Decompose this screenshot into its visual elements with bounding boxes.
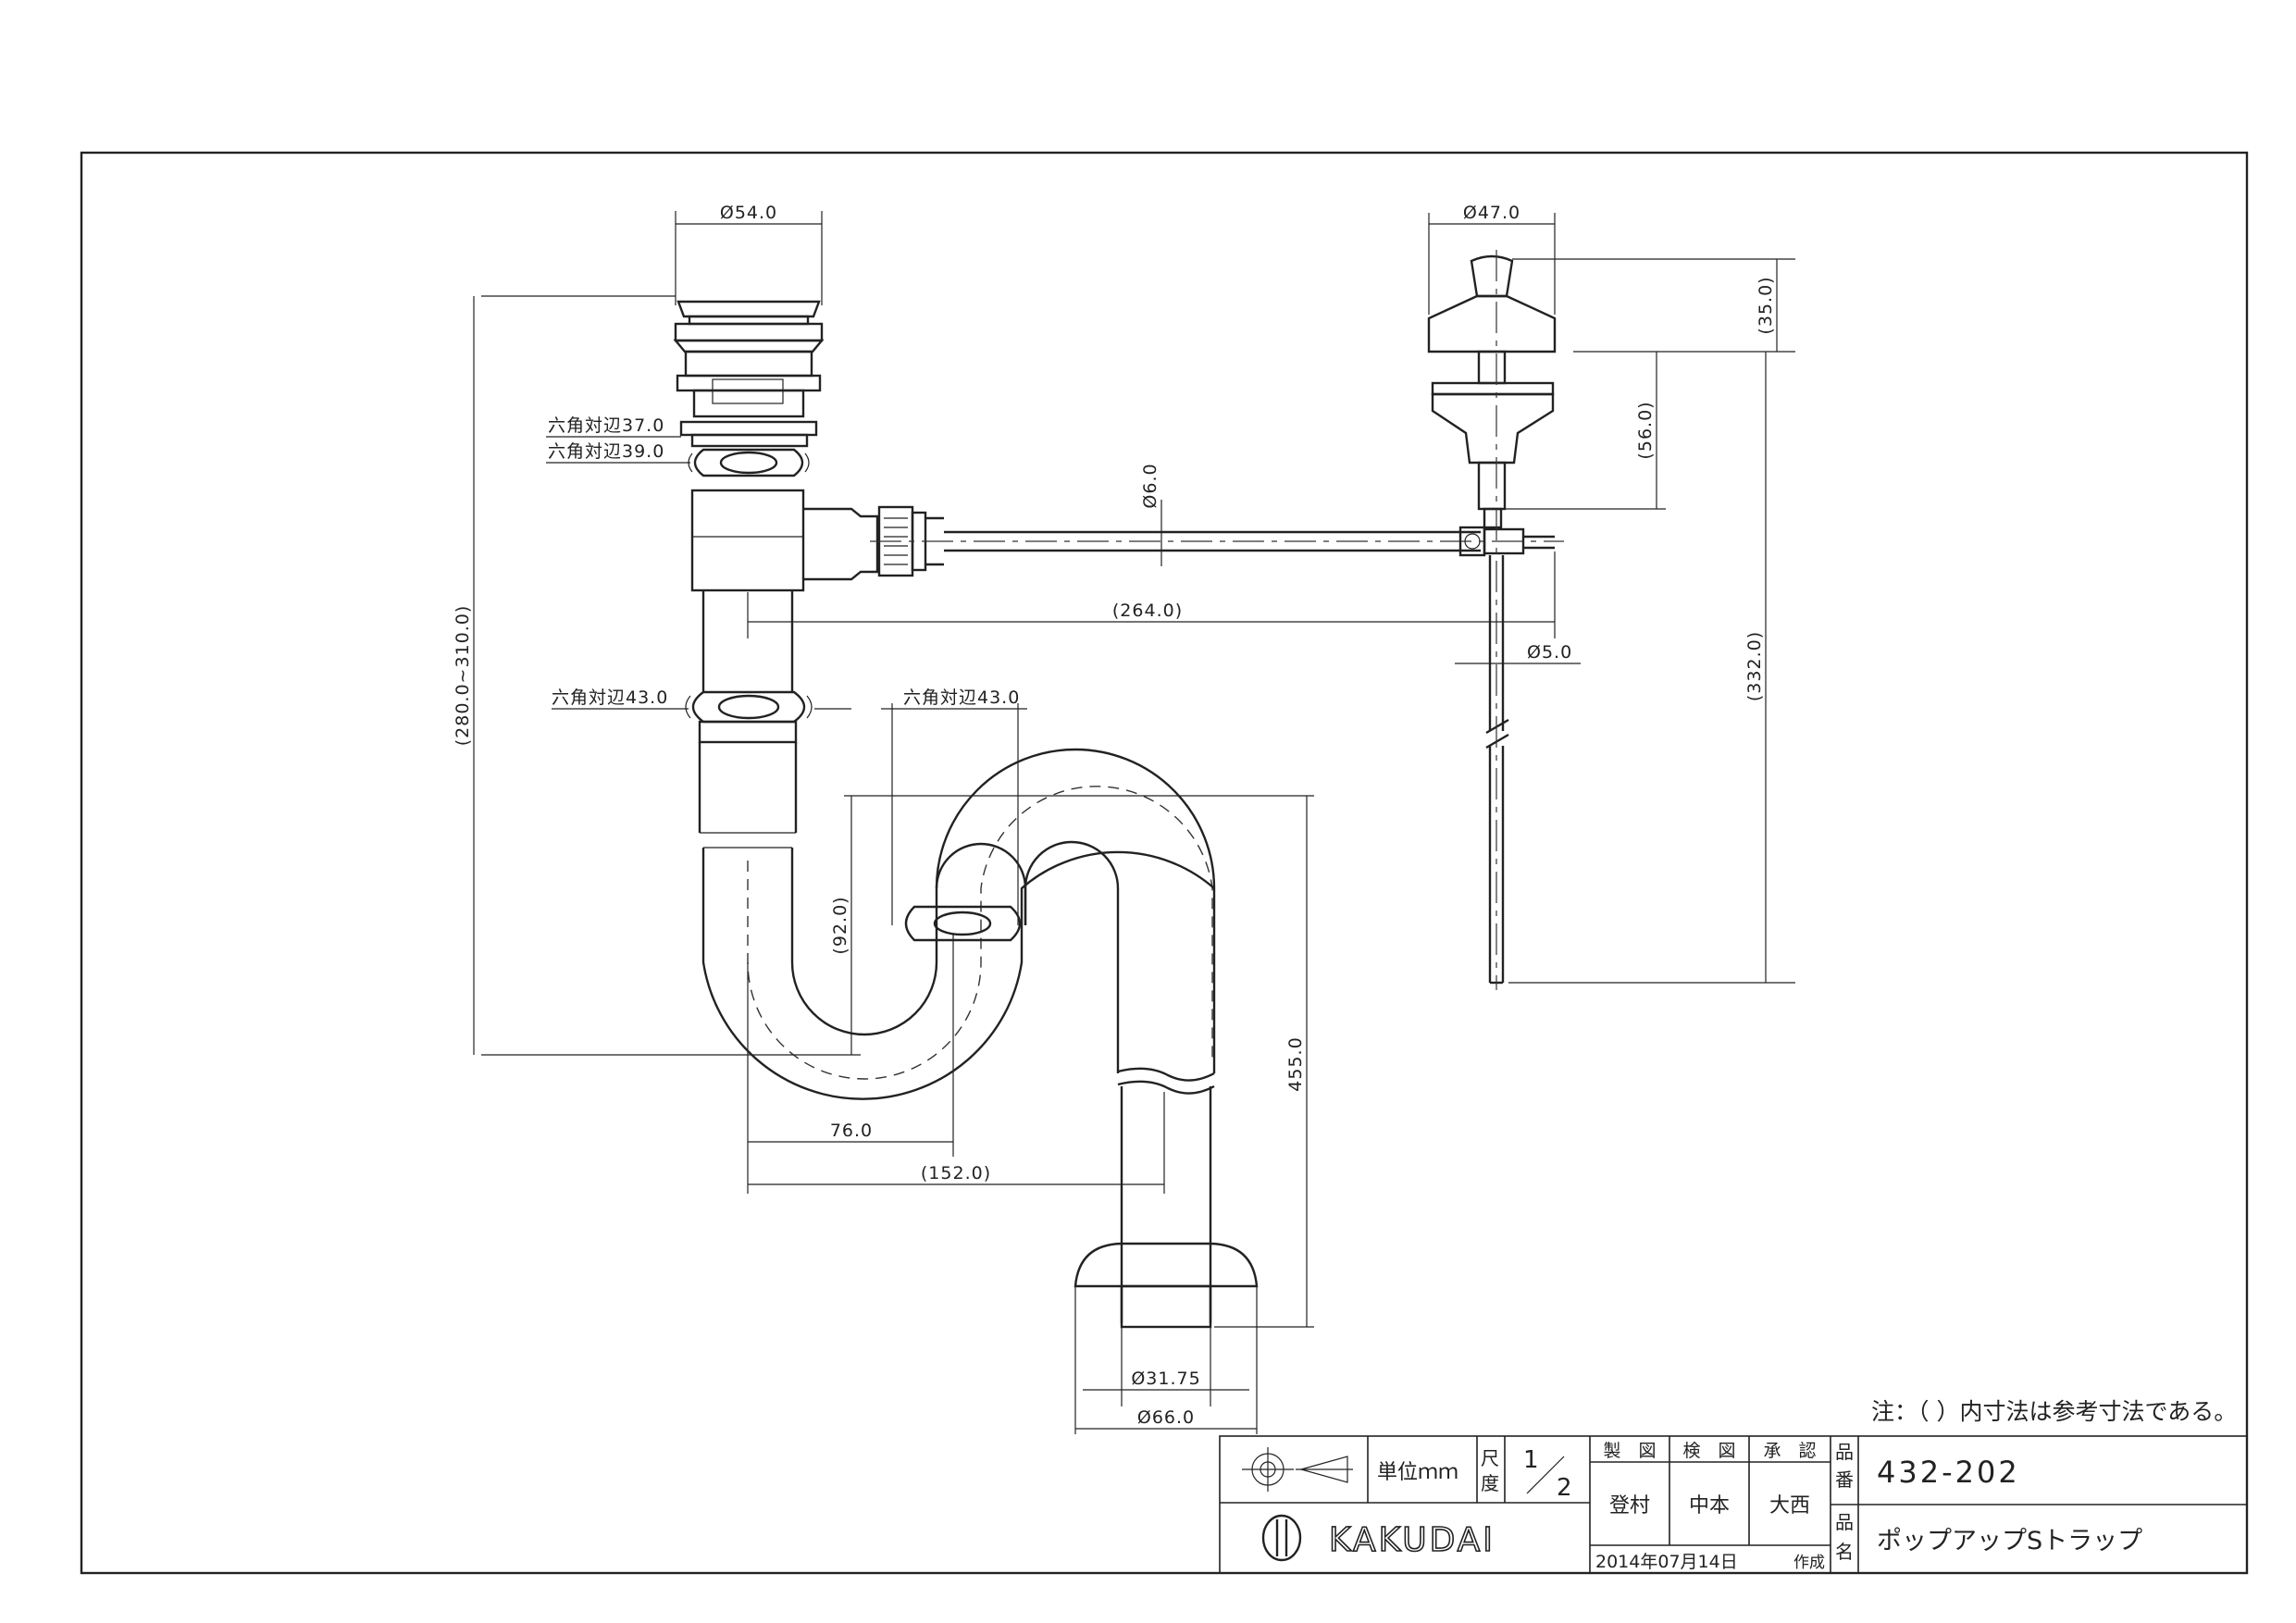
dim-hex39: 六角対辺39.0 [548,441,664,462]
sheet-border [80,151,2249,1575]
dim-hex43-right: 六角対辺43.0 [903,688,1020,708]
drawn-label: 製 図 [1603,1441,1656,1461]
reference-note: 注：（ ）内寸法は参考寸法である。 [1871,1398,2237,1425]
dim-rod-total: (332.0) [1744,631,1765,701]
dim-knob-height: (35.0) [1756,276,1776,334]
unit-label: 単位ｍｍ [1377,1461,1458,1484]
checked-label: 検 図 [1682,1441,1735,1461]
approved-label: 承 認 [1763,1441,1816,1461]
scale-label-bottom: 度 [1481,1472,1499,1494]
dim-hex43-left: 六角対辺43.0 [552,688,668,708]
drawn-by: 登村 [1609,1494,1650,1518]
dim-overall-height: (280.0~310.0) [453,605,473,747]
dim-pipe-dia: Ø31.75 [1131,1369,1200,1389]
approved-by: 大西 [1769,1494,1810,1518]
dim-offset-76: 76.0 [830,1121,873,1141]
brand-name: KAKUDAI [1329,1521,1496,1559]
scale-denominator: 2 [1557,1474,1572,1502]
dim-trap-drop: 455.0 [1285,1036,1306,1091]
checked-by: 中本 [1689,1494,1730,1518]
kakudai-logo-icon [1261,1514,1302,1562]
dimension-labels: Ø54.0 Ø47.0 (35.0) (56.0) (332.0) 六角対辺37… [453,203,1776,1428]
scale-numerator: 1 [1523,1446,1539,1474]
part-name-label-top: 品 [1835,1511,1854,1533]
scale-label-top: 尺 [1481,1447,1499,1469]
part-no-label-bottom: 番 [1835,1468,1854,1491]
part-name-label-bottom: 名 [1835,1541,1854,1563]
dimension-lines [473,211,1795,1434]
drawing-date: 2014年07月14日 [1595,1552,1738,1572]
dim-flange-dia: Ø66.0 [1137,1407,1195,1428]
part-no-label-top: 品 [1835,1441,1854,1463]
dim-link-rod-dia: Ø6.0 [1140,463,1160,508]
dim-drain-dia: Ø54.0 [720,203,777,223]
dim-knob-rod: (56.0) [1635,401,1656,459]
dim-link-length: (264.0) [1112,601,1183,621]
title-block: 単位ｍｍ 尺 度 1 2 KAKUDAI 製 図 検 図 承 認 登村 中本 大… [1219,1435,2248,1574]
projection-symbol-icon [1242,1447,1353,1492]
dim-lift-rod-dia: Ø5.0 [1527,642,1572,663]
dim-knob-dia: Ø47.0 [1463,203,1520,223]
created-label: 作成 [1793,1554,1825,1572]
dim-hex37: 六角対辺37.0 [548,415,664,436]
drain-assembly [673,300,1564,1329]
part-number: 432-202 [1877,1455,2020,1490]
dim-trap-depth: (92.0) [830,896,850,954]
part-name: ポップアップSトラップ [1877,1527,2142,1555]
dim-offset-152: (152.0) [921,1163,991,1183]
lift-knob-assembly [1427,250,1557,990]
